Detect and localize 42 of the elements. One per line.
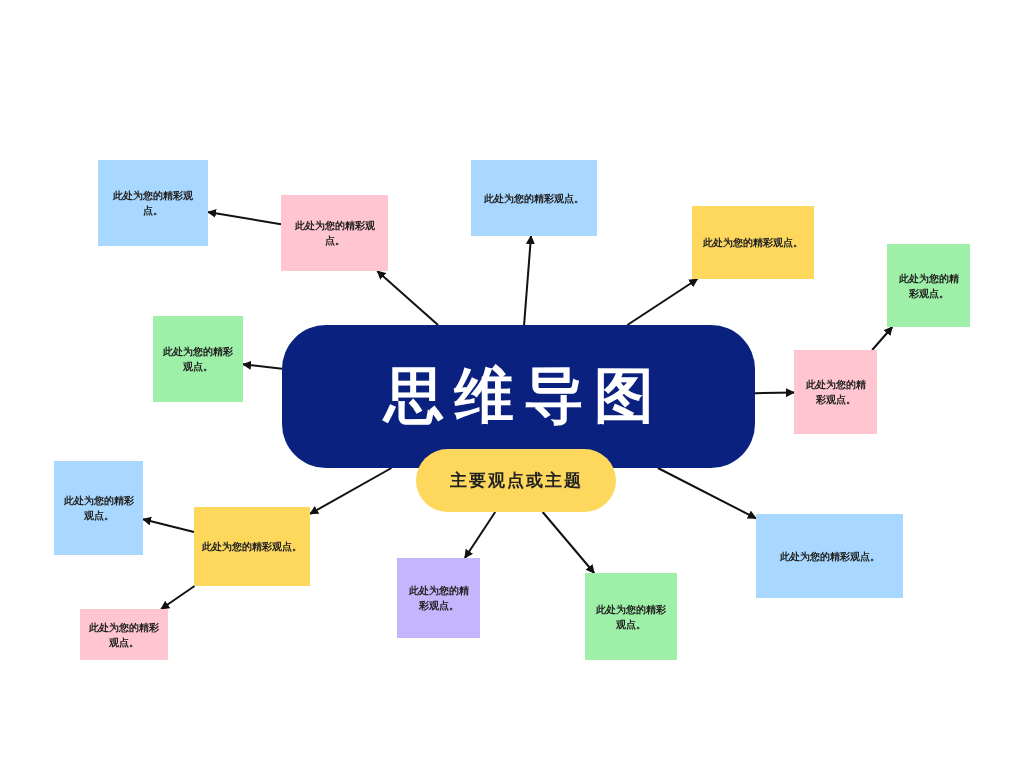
sticky-note xyxy=(756,514,903,598)
note-text: 此处为您的精彩观点。 xyxy=(595,602,667,632)
arrow xyxy=(626,278,699,326)
sticky-note xyxy=(585,573,677,660)
sticky-note xyxy=(471,160,597,236)
arrow xyxy=(656,467,757,520)
note-text: 此处为您的精彩观点。 xyxy=(897,271,960,301)
arrow xyxy=(160,585,196,610)
note-text: 此处为您的精彩观点。 xyxy=(484,191,584,206)
note-text: 此处为您的精彩观点。 xyxy=(779,549,880,564)
sticky-note xyxy=(194,507,310,586)
sticky-note xyxy=(281,195,388,271)
sticky-note xyxy=(153,316,243,402)
arrow xyxy=(754,388,795,398)
arrow xyxy=(523,235,535,326)
note-text: 此处为您的精彩观点。 xyxy=(407,584,470,613)
arrow xyxy=(376,270,440,326)
note-text: 此处为您的精彩观点。 xyxy=(162,345,234,374)
central-topic-box xyxy=(282,325,755,468)
note-text: 此处为您的精彩观点。 xyxy=(804,378,867,407)
sticky-note xyxy=(80,609,168,660)
note-text: 此处为您的精彩观点。 xyxy=(703,236,803,250)
note-text: 此处为您的精彩观点。 xyxy=(202,540,302,554)
sticky-note xyxy=(397,558,480,638)
note-text: 此处为您的精彩观点。 xyxy=(112,189,194,218)
sticky-note xyxy=(794,350,877,434)
arrow xyxy=(541,511,596,574)
topic-title: 思维导图 xyxy=(381,359,664,432)
subtopic-text: 主要观点或主题 xyxy=(449,469,583,492)
arrow xyxy=(309,467,393,515)
arrow xyxy=(142,516,195,533)
note-text: 此处为您的精彩观点。 xyxy=(88,620,160,650)
arrow xyxy=(463,511,497,559)
arrow xyxy=(871,326,894,351)
sticky-note xyxy=(54,461,143,555)
note-text: 此处为您的精彩观点。 xyxy=(293,219,376,248)
note-text: 此处为您的精彩观点。 xyxy=(62,494,135,523)
sticky-note xyxy=(98,160,208,246)
arrow xyxy=(242,360,283,370)
arrow xyxy=(207,208,282,226)
sticky-note xyxy=(887,244,970,327)
sticky-note xyxy=(692,206,814,279)
